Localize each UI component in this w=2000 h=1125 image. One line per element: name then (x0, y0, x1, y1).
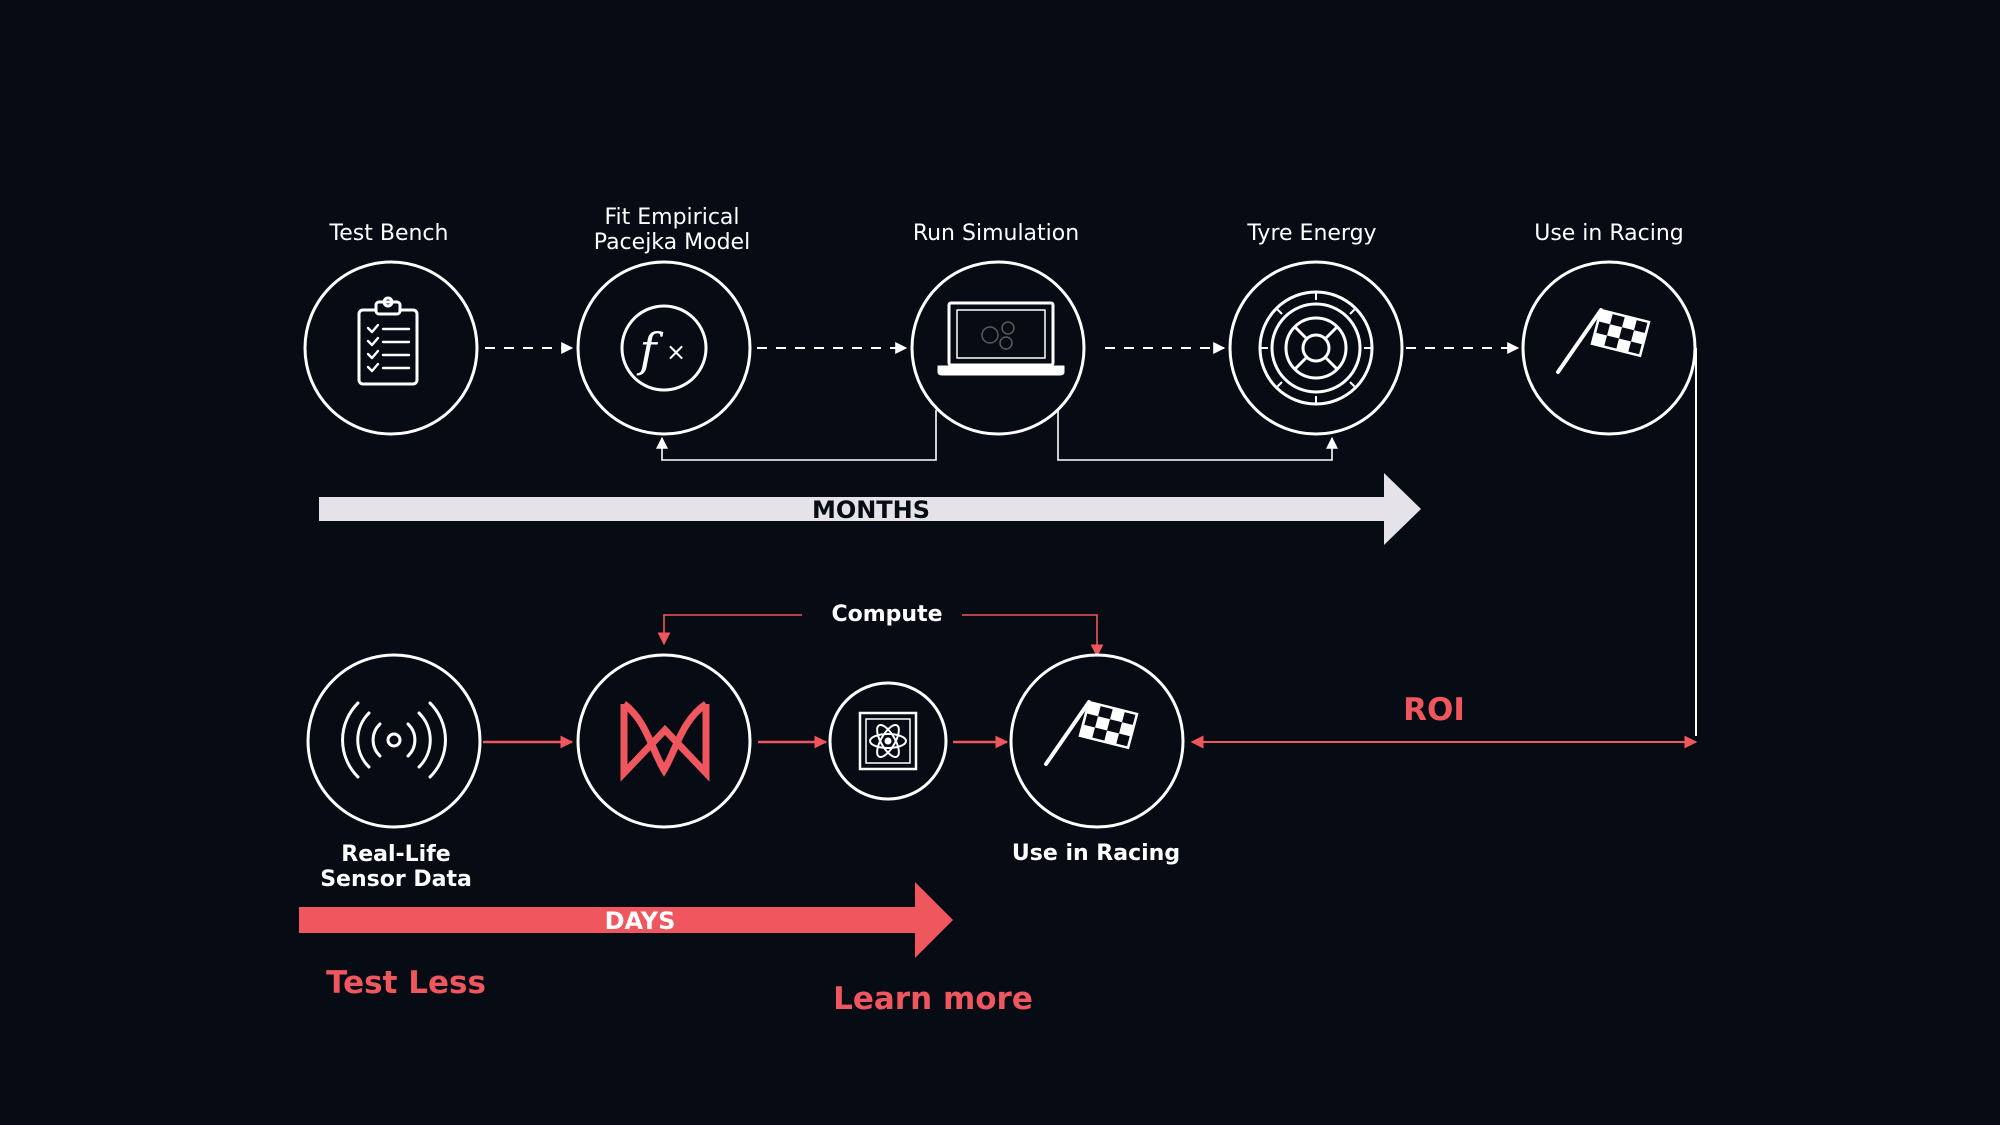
feedback-loop-simulation-to-pacejka (656, 410, 937, 461)
node-circle-sensor-data (306, 653, 482, 829)
months-label: MONTHS (812, 496, 930, 524)
days-timeline-arrow (299, 882, 953, 958)
node-circle-use-in-racing-bottom (1009, 653, 1185, 829)
node-circle-tyre-energy (1228, 260, 1404, 436)
days-label: DAYS (605, 907, 676, 935)
node-circle-run-simulation (910, 260, 1086, 436)
node-label-tyre-energy: Tyre Energy (1246, 221, 1376, 246)
learn-more-link[interactable]: Learn more (833, 981, 1033, 1017)
node-circle-pacejka (576, 260, 752, 436)
tyre-wheel-icon (1258, 290, 1374, 406)
quantum-chip-icon (858, 711, 918, 771)
node-label-run-simulation: Run Simulation (913, 221, 1079, 246)
checkered-flag-icon (1044, 700, 1139, 766)
node-label-use-in-racing-bottom: Use in Racing (1012, 841, 1180, 866)
node-label-sensor-line2: Sensor Data (320, 867, 472, 892)
compute-bracket-left (657, 614, 802, 646)
laptop-icon (937, 301, 1065, 376)
brand-logo-icon (620, 701, 710, 782)
node-label-pacejka-line2: Pacejka Model (594, 230, 750, 255)
feedback-loop-simulation-to-tyre (1057, 410, 1338, 461)
sensor-signal-icon (341, 701, 447, 779)
node-circle-quantum-chip (828, 681, 948, 801)
checkered-flag-icon (1556, 308, 1651, 374)
node-circle-test-bench (303, 260, 479, 436)
node-label-use-in-racing-top: Use in Racing (1534, 221, 1684, 246)
roi-label: ROI (1403, 692, 1465, 728)
function-fx-icon: f × (620, 304, 708, 392)
node-label-pacejka-line1: Fit Empirical (604, 205, 739, 230)
clipboard-checklist-icon (357, 296, 419, 386)
compute-label: Compute (831, 602, 942, 627)
node-label-sensor-line1: Real-Life (341, 842, 450, 867)
compute-bracket-right (962, 614, 1104, 658)
months-timeline-arrow (319, 473, 1421, 545)
node-label-test-bench: Test Bench (329, 221, 449, 246)
node-circle-brand-logo (576, 653, 752, 829)
test-less-label: Test Less (326, 965, 486, 1001)
svg-text:×: × (666, 338, 686, 366)
svg-text:f: f (636, 323, 663, 377)
